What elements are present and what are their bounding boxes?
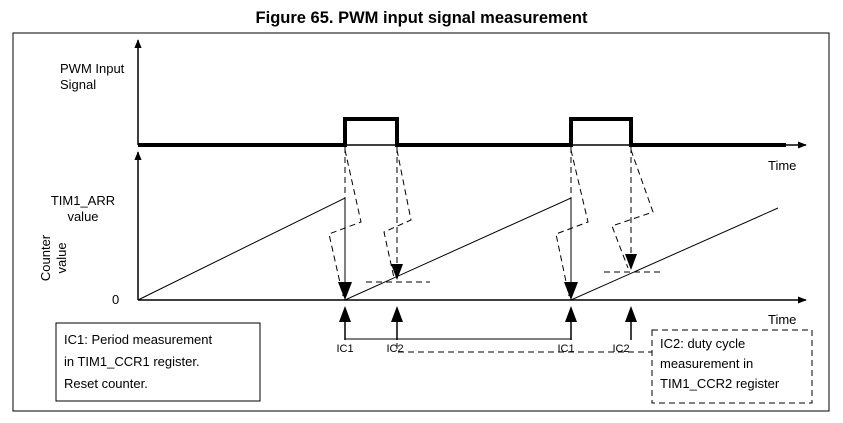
ic2-zigzag-2 bbox=[611, 149, 654, 269]
figure-frame bbox=[12, 32, 830, 412]
pwm-waveform bbox=[138, 117, 786, 147]
time-label-bottom: Time bbox=[768, 312, 796, 327]
pwm-signal-panel: PWM Input Signal Time bbox=[60, 39, 807, 173]
time-label-top: Time bbox=[768, 158, 796, 173]
pwm-input-label: PWM Input bbox=[60, 61, 125, 76]
pwm-signal-label: Signal bbox=[60, 77, 96, 92]
ic1-zigzag-2 bbox=[555, 149, 589, 297]
counter-ramp bbox=[137, 197, 779, 301]
svg-text:measurement in: measurement in bbox=[660, 356, 753, 371]
ic2-note-box: IC2: duty cycle measurement in TIM1_CCR2… bbox=[651, 329, 813, 404]
ic-label: IC2 bbox=[386, 343, 403, 355]
svg-text:in TIM1_CCR1 register.: in TIM1_CCR1 register. bbox=[64, 354, 200, 369]
counter-label: Counter bbox=[38, 234, 53, 281]
counter-value-label: value bbox=[54, 242, 69, 273]
ic2-zigzag-1 bbox=[383, 149, 412, 279]
svg-text:Reset counter.: Reset counter. bbox=[64, 376, 148, 391]
duty-connector bbox=[396, 343, 652, 353]
svg-text:IC1: Period measurement: IC1: Period measurement bbox=[64, 332, 213, 347]
ic-label: IC2 bbox=[612, 343, 629, 355]
arr-value-label: value bbox=[67, 209, 98, 224]
zero-label: 0 bbox=[112, 292, 119, 307]
ic-label: IC1 bbox=[336, 343, 353, 355]
counter-panel: TIM1_ARR value Counter value 0 Time bbox=[38, 151, 807, 327]
ic-label: IC1 bbox=[557, 343, 574, 355]
figure-title: Figure 65. PWM input signal measurement bbox=[255, 9, 588, 27]
arr-label: TIM1_ARR bbox=[51, 193, 115, 208]
capture-arrowheads bbox=[338, 254, 637, 300]
ic-markers bbox=[339, 306, 637, 340]
capture-indicators bbox=[328, 147, 654, 297]
ic1-note-box: IC1: Period measurement in TIM1_CCR1 reg… bbox=[55, 322, 261, 402]
svg-text:TIM1_CCR2 register: TIM1_CCR2 register bbox=[660, 376, 780, 391]
ic1-zigzag-1 bbox=[328, 149, 362, 297]
svg-text:IC2: duty cycle: IC2: duty cycle bbox=[660, 336, 745, 351]
